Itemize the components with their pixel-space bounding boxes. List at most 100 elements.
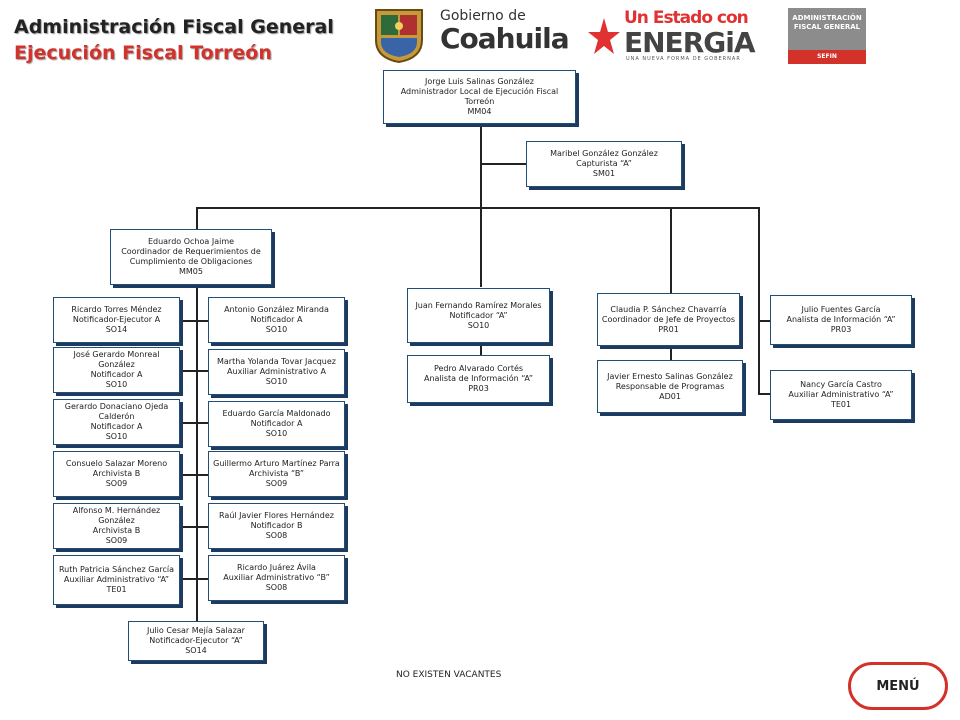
node-role: Capturista “A” [576, 159, 632, 168]
coahuila-seal-logo [375, 9, 423, 64]
connector [670, 346, 672, 360]
node-name: Guillermo Arturo Martínez Parra [213, 459, 340, 468]
node-name: Javier Ernesto Salinas González [607, 371, 733, 381]
connector [180, 422, 208, 424]
org-node-staff: Juan Fernando Ramírez Morales Notificado… [407, 288, 550, 343]
node-code: MM04 [467, 107, 492, 116]
node-name: Julio Fuentes García [801, 305, 881, 314]
node-name: Juan Fernando Ramírez Morales [415, 300, 542, 310]
node-role: Coordinador de Requerimientos de Cumplim… [121, 247, 261, 266]
gobierno-logo-small: Gobierno de [440, 8, 526, 24]
node-name: Claudia P. Sánchez Chavarría [610, 304, 727, 314]
menu-button[interactable]: MENÚ [848, 662, 948, 710]
node-role: Notificador-Ejecutor A [72, 315, 161, 324]
org-node-staff: Consuelo Salazar Moreno Archivista B SO0… [53, 451, 180, 497]
node-name: Gerardo Donaciano Ojeda Calderón [64, 402, 169, 421]
node-code: SO10 [105, 380, 128, 389]
node-role: Notificador A [90, 422, 143, 431]
org-node-staff: Julio Cesar Mejía Salazar Notificador-Ej… [128, 621, 264, 661]
node-role: Notificador A [250, 419, 303, 428]
vacancies-note: NO EXISTEN VACANTES [396, 670, 502, 680]
node-code: PR01 [658, 324, 679, 334]
gobierno-coahuila-logo: Gobierno de Coahuila [440, 8, 570, 55]
node-role: Archivista B [92, 469, 141, 478]
node-name: José Gerardo Monreal González [73, 350, 160, 369]
org-node-staff: Julio Fuentes García Analista de Informa… [770, 295, 912, 345]
org-node-staff: José Gerardo Monreal González Notificado… [53, 347, 180, 393]
node-role: Notificador B [250, 521, 303, 530]
node-name: Alfonso M. Hernández González [72, 506, 161, 525]
page-title: Administración Fiscal General [14, 16, 334, 38]
node-name: Eduardo Ochoa Jaime [147, 237, 235, 246]
gobierno-logo-big: Coahuila [440, 22, 570, 55]
node-code: SM01 [592, 169, 616, 178]
org-node-staff: Ricardo Torres Méndez Notificador-Ejecut… [53, 297, 180, 343]
connector [180, 526, 208, 528]
node-name: Julio Cesar Mejía Salazar [147, 626, 245, 635]
org-node-administrador: Jorge Luis Salinas González Administrado… [383, 70, 576, 124]
node-code: TE01 [830, 400, 852, 409]
org-node-coordinador: Eduardo Ochoa Jaime Coordinador de Reque… [110, 229, 272, 285]
energia-logo-line1: Un Estado con [624, 8, 749, 28]
node-role: Analista de Información “A” [786, 315, 896, 324]
connector [180, 578, 208, 580]
connector [180, 370, 208, 372]
node-code: SO09 [105, 479, 128, 488]
connector [670, 207, 672, 293]
node-code: SO10 [105, 432, 128, 441]
sefin-logo-line1: ADMINISTRACIÓN [792, 14, 862, 22]
node-name: Ruth Patricia Sánchez García [58, 565, 175, 574]
node-role: Archivista B [92, 526, 141, 535]
node-role: Administrador Local de Ejecución Fiscal … [400, 87, 559, 106]
node-name: Ricardo Juárez Ávila [237, 563, 316, 572]
node-code: SO09 [265, 479, 288, 488]
node-role: Responsable de Programas [615, 381, 725, 391]
node-name: Eduardo García Maldonado [222, 409, 331, 418]
org-node-staff: Claudia P. Sánchez Chavarría Coordinador… [597, 293, 740, 346]
connector [196, 207, 198, 229]
connector [758, 320, 770, 322]
connector [180, 474, 208, 476]
connector [480, 207, 482, 287]
node-name: Ricardo Torres Méndez [71, 305, 162, 314]
node-name: Martha Yolanda Tovar Jacquez [216, 357, 336, 366]
org-node-staff: Alfonso M. Hernández González Archivista… [53, 503, 180, 549]
connector [480, 343, 482, 355]
node-name: Consuelo Salazar Moreno [65, 459, 168, 468]
connector [196, 207, 760, 209]
node-code: SO10 [467, 320, 490, 330]
node-code: SO10 [265, 377, 288, 386]
node-role: Notificador A [90, 370, 143, 379]
org-node-staff: Gerardo Donaciano Ojeda Calderón Notific… [53, 399, 180, 445]
org-node-staff: Antonio González Miranda Notificador A S… [208, 297, 345, 343]
node-role: Notificador A [250, 315, 303, 324]
node-code: SO14 [185, 646, 207, 655]
energia-star-icon [588, 18, 620, 54]
node-role: Auxiliar Administrativo “A” [63, 575, 170, 584]
node-code: PR03 [468, 384, 489, 393]
node-name: Maribel González González [550, 149, 658, 158]
node-role: Notificador-Ejecutor “A” [149, 636, 243, 645]
node-code: PR03 [830, 325, 852, 334]
estado-energia-logo: Un Estado con ENERGiA UNA NUEVA FORMA DE… [588, 8, 768, 64]
node-code: AD01 [659, 391, 681, 401]
org-node-staff: Guillermo Arturo Martínez Parra Archivis… [208, 451, 345, 497]
node-name: Antonio González Miranda [224, 305, 329, 314]
node-name: Pedro Alvarado Cortés [433, 364, 524, 373]
node-code: SO08 [265, 583, 288, 592]
org-node-staff: Javier Ernesto Salinas González Responsa… [597, 360, 743, 413]
node-code: SO08 [265, 531, 288, 540]
connector [180, 320, 208, 322]
node-role: Auxiliar Administrativo “B” [223, 573, 330, 582]
org-node-staff: Martha Yolanda Tovar Jacquez Auxiliar Ad… [208, 349, 345, 395]
connector [480, 163, 526, 165]
node-name: Raúl Javier Flores Hernández [219, 511, 334, 520]
org-node-staff: Ricardo Juárez Ávila Auxiliar Administra… [208, 555, 345, 601]
energia-logo-line3: UNA NUEVA FORMA DE GOBERNAR [626, 56, 741, 62]
connector [196, 285, 198, 621]
sefin-logo-bar: SEFIN [788, 50, 866, 64]
sefin-logo: ADMINISTRACIÓN FISCAL GENERAL SEFIN [788, 8, 866, 64]
connector [758, 207, 760, 395]
node-role: Coordinador de Jefe de Proyectos [601, 314, 736, 324]
page-subtitle: Ejecución Fiscal Torreón [14, 42, 272, 64]
